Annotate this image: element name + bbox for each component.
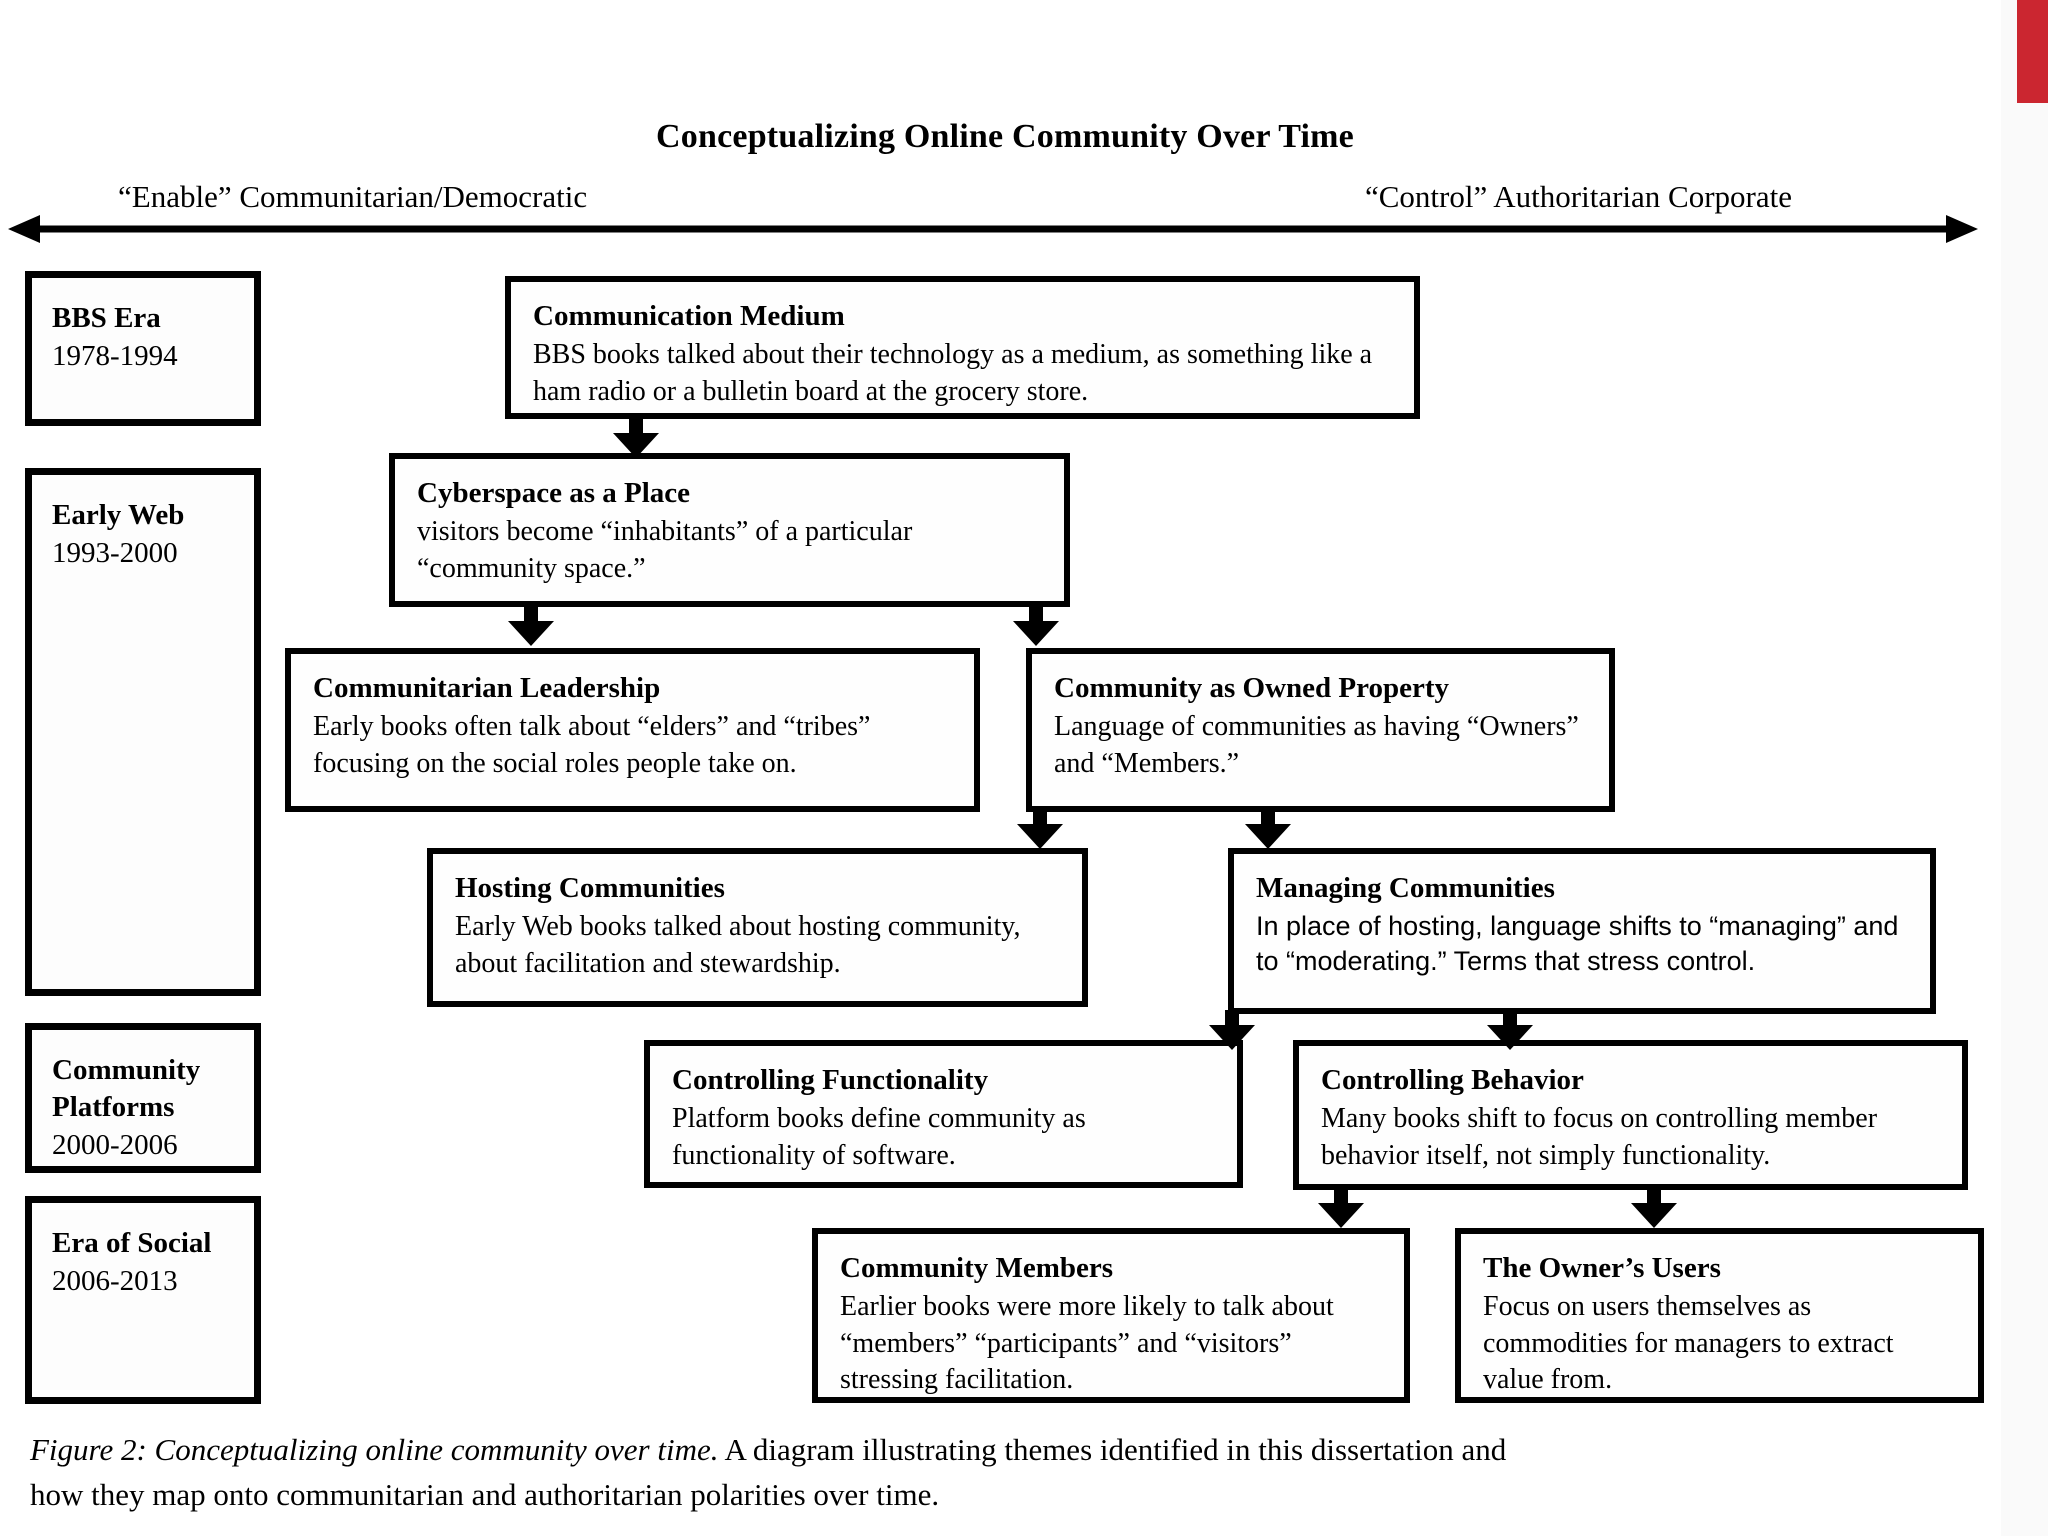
spectrum-double-arrow-icon <box>8 215 1978 243</box>
box-title: Community as Owned Property <box>1054 672 1449 704</box>
box-community-members: Community Members Earlier books were mor… <box>812 1228 1410 1403</box>
era-years: 2006-2013 <box>52 1265 178 1298</box>
box-body: Platform books define community as funct… <box>672 1103 1086 1171</box>
axis-label-enable: “Enable” Communitarian/Democratic <box>118 179 588 214</box>
era-name: Early Web <box>52 499 185 531</box>
box-title: The Owner’s Users <box>1483 1252 1721 1284</box>
box-title: Hosting Communities <box>455 872 725 904</box>
arrow-down-icon <box>1245 809 1291 849</box>
box-title: Communication Medium <box>533 300 845 332</box>
arrow-down-icon <box>613 418 659 458</box>
box-body: Earlier books were more likely to talk a… <box>840 1291 1334 1396</box>
scrollbar-thumb[interactable] <box>2017 0 2048 103</box>
box-body: BBS books talked about their technology … <box>533 339 1373 407</box>
box-body: visitors become “inhabitants” of a parti… <box>417 516 913 584</box>
box-cyberspace-as-a-place: Cyberspace as a Place visitors become “i… <box>389 453 1070 607</box>
box-the-owners-users: The Owner’s Users Focus on users themsel… <box>1455 1228 1984 1403</box>
box-title: Cyberspace as a Place <box>417 477 691 509</box>
axis-label-control: “Control” Authoritarian Corporate <box>1365 179 1792 214</box>
box-communication-medium: Communication Medium BBS books talked ab… <box>505 276 1420 419</box>
figure-title: Conceptualizing Online Community Over Ti… <box>656 118 1354 155</box>
arrow-down-icon <box>1631 1188 1677 1228</box>
era-box-community-platforms: Community Platforms 2000-2006 <box>25 1023 261 1173</box>
arrow-down-icon <box>1013 606 1059 646</box>
era-years: 1978-1994 <box>52 340 178 373</box>
box-controlling-functionality: Controlling Functionality Platform books… <box>644 1040 1243 1188</box>
era-name: BBS Era <box>52 302 161 334</box>
box-controlling-behavior: Controlling Behavior Many books shift to… <box>1293 1040 1968 1190</box>
box-title: Controlling Functionality <box>672 1064 989 1096</box>
box-title: Managing Communities <box>1256 872 1555 904</box>
arrow-down-icon <box>1209 1010 1255 1050</box>
box-body: Focus on users themselves as commodities… <box>1483 1291 1894 1396</box>
caption-rest: A diagram illustrating themes identified… <box>30 1432 1507 1512</box>
figure-caption: Figure 2: Conceptualizing online communi… <box>30 1428 1508 1518</box>
arrow-down-icon <box>1318 1188 1364 1228</box>
box-title: Community Members <box>840 1252 1114 1284</box>
era-box-early-web: Early Web 1993-2000 <box>25 468 261 996</box>
box-title: Controlling Behavior <box>1321 1064 1584 1096</box>
box-body: Early books often talk about “elders” an… <box>313 711 871 779</box>
box-title: Communitarian Leadership <box>313 672 661 704</box>
box-body: Early Web books talked about hosting com… <box>455 911 1021 979</box>
box-body: In place of hosting, language shifts to … <box>1256 911 1899 977</box>
caption-italic: Figure 2: Conceptualizing online communi… <box>30 1432 719 1467</box>
box-communitarian-leadership: Communitarian Leadership Early books oft… <box>285 648 980 812</box>
box-community-as-owned-property: Community as Owned Property Language of … <box>1026 648 1615 812</box>
arrow-down-icon <box>1017 809 1063 849</box>
arrow-down-icon <box>508 606 554 646</box>
era-name: Community Platforms <box>52 1054 201 1124</box>
box-body: Language of communities as having “Owner… <box>1054 711 1579 779</box>
arrow-down-icon <box>1487 1010 1533 1050</box>
box-body: Many books shift to focus on controlling… <box>1321 1103 1878 1171</box>
era-box-bbs: BBS Era 1978-1994 <box>25 271 261 426</box>
era-box-era-of-social: Era of Social 2006-2013 <box>25 1196 261 1404</box>
box-hosting-communities: Hosting Communities Early Web books talk… <box>427 848 1088 1007</box>
box-managing-communities: Managing Communities In place of hosting… <box>1228 848 1936 1014</box>
era-years: 1993-2000 <box>52 537 178 570</box>
era-name: Era of Social <box>52 1227 212 1259</box>
era-years: 2000-2006 <box>52 1129 178 1162</box>
